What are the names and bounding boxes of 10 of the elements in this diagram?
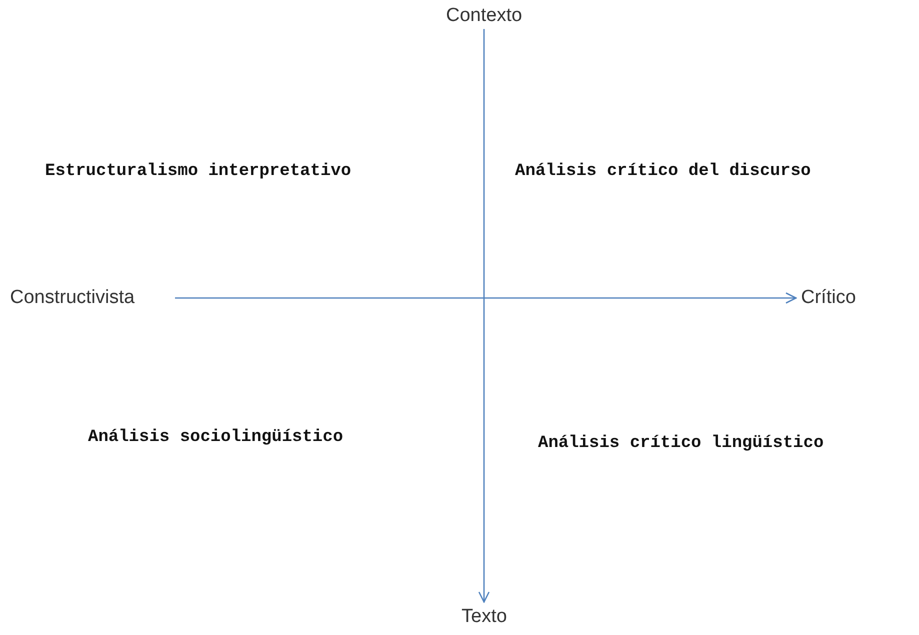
axis-label: Crítico [801,287,856,309]
axis-label: Constructivista [10,287,135,309]
arrow [478,29,490,603]
quadrant-label: Análisis crítico del discurso [515,162,811,182]
quadrant-label: Análisis sociolingüístico [88,428,344,448]
quadrant-label: Estructuralismo interpretativo [45,162,352,182]
axis-label: Contexto [446,5,522,27]
axis-label: Texto [462,606,507,628]
quadrant-label: Análisis crítico lingüístico [538,434,824,454]
arrow [175,292,797,304]
